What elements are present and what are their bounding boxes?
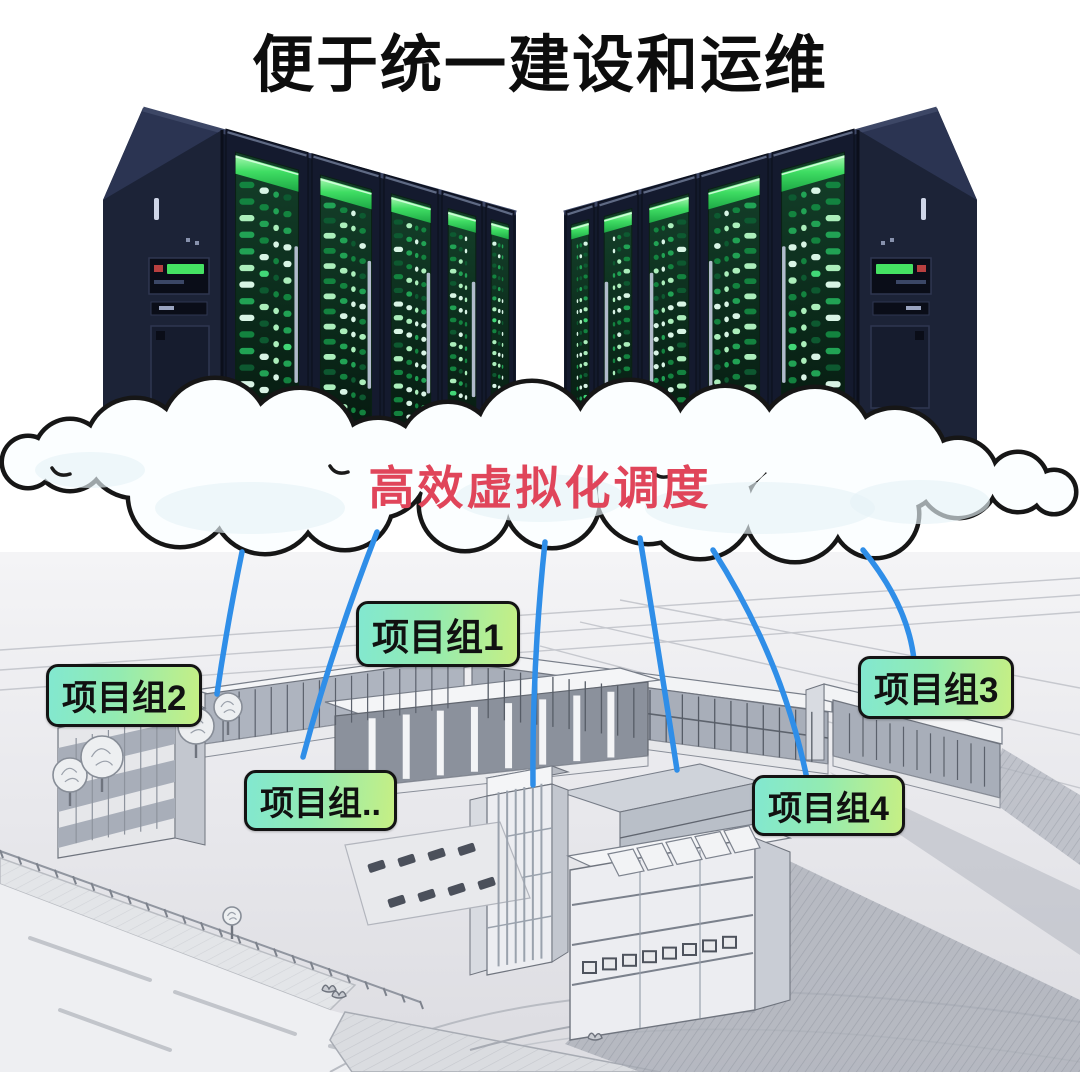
cloud-caption: 高效虚拟化调度 xyxy=(368,462,712,514)
page-title: 便于统一建设和运维 xyxy=(251,31,828,100)
label-project-group-2: 项目组2 xyxy=(46,664,203,727)
connector-line-6 xyxy=(860,547,917,663)
connector-line-2 xyxy=(300,529,380,760)
cloud-illustration xyxy=(0,375,1079,565)
connector-line-3 xyxy=(530,539,548,788)
label-project-group-3: 项目组3 xyxy=(858,656,1015,719)
label-project-group-more: 项目组.. xyxy=(244,770,397,831)
label-project-group-1: 项目组1 xyxy=(356,601,520,667)
connector-line-5 xyxy=(710,547,810,782)
campus-sketch-details xyxy=(0,662,986,1041)
connector-line-1 xyxy=(214,549,245,697)
cloud-to-building-connectors xyxy=(214,529,917,788)
connector-line-4 xyxy=(637,535,680,773)
label-project-group-4: 项目组4 xyxy=(752,775,905,836)
